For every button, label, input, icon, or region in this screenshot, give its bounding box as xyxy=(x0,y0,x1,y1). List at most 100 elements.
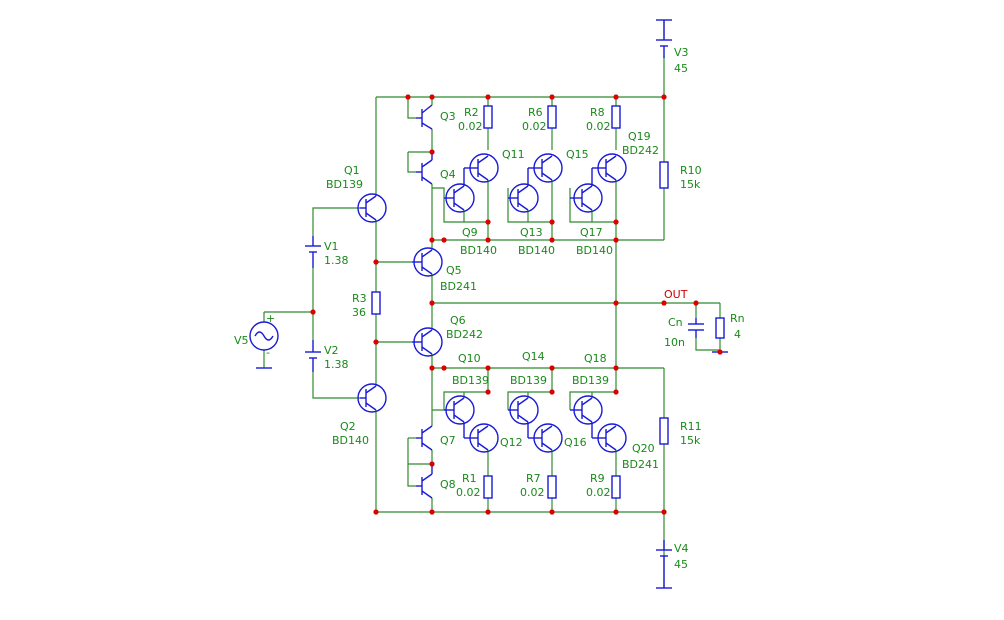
label-q20-type: BD241 xyxy=(622,458,659,471)
label-v3: V3 xyxy=(674,46,689,59)
resistor-r2 xyxy=(483,105,493,129)
label-q17-type: BD140 xyxy=(576,244,613,257)
components xyxy=(249,19,728,589)
label-r9-val: 0.02 xyxy=(586,486,611,499)
transistor-q6 xyxy=(412,327,443,357)
label-v5-plus: + xyxy=(266,312,275,325)
transistor-q16 xyxy=(527,422,563,453)
transistor-q10 xyxy=(444,395,475,425)
label-q19-type: BD242 xyxy=(622,144,659,157)
label-q19: Q19 xyxy=(628,130,651,143)
transistor-q14 xyxy=(508,395,539,425)
label-cn-val: 10n xyxy=(664,336,685,349)
transistor-q2 xyxy=(357,383,387,413)
transistor-q18 xyxy=(570,395,603,425)
label-q18: Q18 xyxy=(584,352,607,365)
label-r2-val: 0.02 xyxy=(458,120,483,133)
label-v1: V1 xyxy=(324,240,339,253)
transistor-q1 xyxy=(357,193,387,223)
label-r7: R7 xyxy=(526,472,541,485)
label-r1: R1 xyxy=(462,472,477,485)
transistor-q13 xyxy=(508,183,539,213)
label-r10: R10 xyxy=(680,164,702,177)
label-cn: Cn xyxy=(668,316,683,329)
label-q2: Q2 xyxy=(340,420,356,433)
capacitor-cn xyxy=(688,318,704,338)
label-r1-val: 0.02 xyxy=(456,486,481,499)
label-v5: V5 xyxy=(234,334,249,347)
resistor-r11 xyxy=(659,417,669,445)
resistor-r7 xyxy=(547,475,557,499)
label-q9: Q9 xyxy=(462,226,478,239)
label-v2-val: 1.38 xyxy=(324,358,349,371)
label-r8-val: 0.02 xyxy=(586,120,611,133)
label-v4: V4 xyxy=(674,542,689,555)
label-v5-minus: - xyxy=(266,346,270,359)
label-q2-type: BD140 xyxy=(332,434,369,447)
label-q14: Q14 xyxy=(522,350,545,363)
label-rn-val: 4 xyxy=(734,328,741,341)
label-q13-type: BD140 xyxy=(518,244,555,257)
label-r3: R3 xyxy=(352,292,367,305)
label-q15: Q15 xyxy=(566,148,589,161)
resistor-r10 xyxy=(659,161,669,189)
battery-v3 xyxy=(656,19,672,58)
label-q20: Q20 xyxy=(632,442,655,455)
label-q8: Q8 xyxy=(440,478,456,491)
label-v3-val: 45 xyxy=(674,62,688,75)
label-q10-type: BD139 xyxy=(452,374,489,387)
transistor-q9 xyxy=(444,183,475,213)
battery-v2 xyxy=(305,340,321,372)
label-q3: Q3 xyxy=(440,110,456,123)
label-q9-type: BD140 xyxy=(460,244,497,257)
label-q14-type: BD139 xyxy=(510,374,547,387)
battery-v4 xyxy=(656,540,672,589)
label-r6: R6 xyxy=(528,106,543,119)
label-q13: Q13 xyxy=(520,226,543,239)
label-r7-val: 0.02 xyxy=(520,486,545,499)
resistor-rn xyxy=(715,317,725,339)
label-r8: R8 xyxy=(590,106,605,119)
resistor-r3 xyxy=(371,291,381,315)
transistor-q5 xyxy=(412,247,443,277)
resistor-r1 xyxy=(483,475,493,499)
label-r9: R9 xyxy=(590,472,605,485)
label-r10-val: 15k xyxy=(680,178,701,191)
label-v2: V2 xyxy=(324,344,339,357)
label-r2: R2 xyxy=(464,106,479,119)
label-rn: Rn xyxy=(730,312,745,325)
label-q5-type: BD241 xyxy=(440,280,477,293)
transistor-q12 xyxy=(463,422,499,453)
transistor-q7 xyxy=(416,425,433,451)
label-q10: Q10 xyxy=(458,352,481,365)
transistor-q17 xyxy=(570,183,603,213)
resistor-r6 xyxy=(547,105,557,129)
label-q12: Q12 xyxy=(500,436,523,449)
label-q16: Q16 xyxy=(564,436,587,449)
label-v1-val: 1.38 xyxy=(324,254,349,267)
transistor-q19 xyxy=(591,153,627,186)
transistor-q20 xyxy=(591,422,627,453)
label-v4-val: 45 xyxy=(674,558,688,571)
wires xyxy=(263,20,721,588)
label-q7: Q7 xyxy=(440,434,456,447)
transistor-q3 xyxy=(416,104,433,130)
label-q18-type: BD139 xyxy=(572,374,609,387)
resistor-r8 xyxy=(611,105,621,129)
transistor-q11 xyxy=(463,153,499,186)
transistor-q4 xyxy=(416,152,433,185)
label-q4: Q4 xyxy=(440,168,456,181)
label-out: OUT xyxy=(664,288,688,301)
label-q6-type: BD242 xyxy=(446,328,483,341)
label-q5: Q5 xyxy=(446,264,462,277)
label-r11: R11 xyxy=(680,420,702,433)
label-q1: Q1 xyxy=(344,164,360,177)
label-q1-type: BD139 xyxy=(326,178,363,191)
transistor-q8 xyxy=(416,464,433,499)
label-q17: Q17 xyxy=(580,226,603,239)
label-q11: Q11 xyxy=(502,148,525,161)
ac-source-v5 xyxy=(249,321,279,369)
label-q6: Q6 xyxy=(450,314,466,327)
battery-v1 xyxy=(305,236,321,268)
